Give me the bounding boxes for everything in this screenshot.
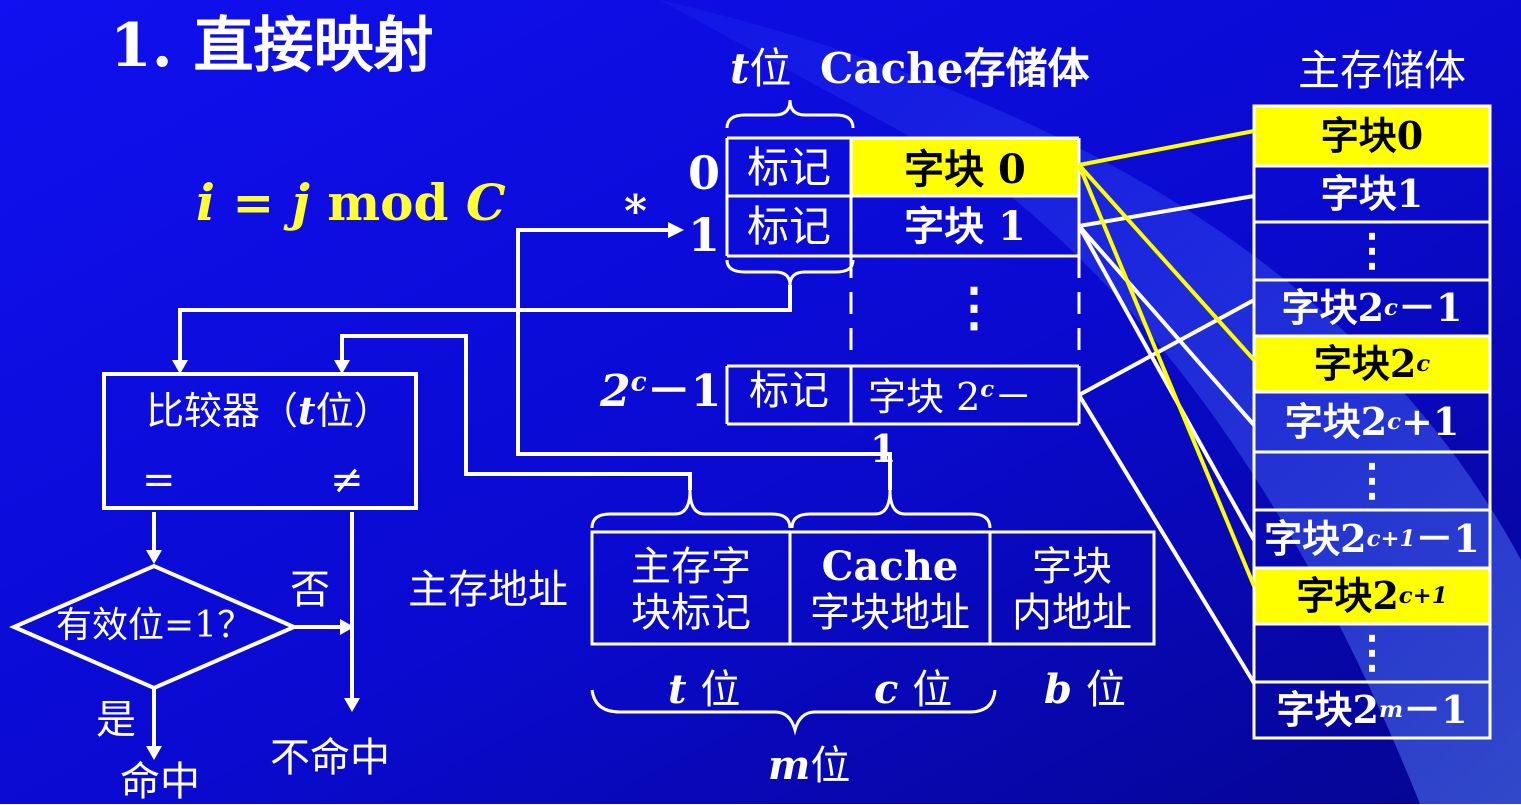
- cache-last-block-prefix: 字块 2: [868, 375, 981, 419]
- cache-last-index-suffix: －1: [646, 366, 722, 417]
- address-field-tag: 主存字 块标记: [592, 536, 790, 644]
- main-memory-block-suffix: －1: [1403, 687, 1468, 732]
- main-memory-block-text: 字块2: [1264, 516, 1367, 561]
- comparator-label-var: t: [298, 388, 316, 433]
- address-width-t-var: t: [668, 666, 687, 713]
- mapping-lines-yellow: [1077, 129, 1256, 587]
- address-field-tag-line1: 主存字: [631, 544, 751, 590]
- address-width-c-unit: 位: [912, 667, 953, 713]
- decision-no: 否: [290, 567, 330, 613]
- main-memory-block-text: ⋮: [1350, 455, 1394, 506]
- formula-i: i: [196, 173, 215, 232]
- decision-yes: 是: [96, 697, 136, 743]
- address-width-t-unit: 位: [700, 667, 741, 713]
- arrowheads: [146, 222, 684, 760]
- comparator-label: 比较器（t位）: [146, 389, 392, 433]
- address-field-cache-line2: 字块地址: [810, 590, 970, 636]
- cache-tag-bits-label: t位: [730, 48, 791, 90]
- address-width-c-var: c: [874, 666, 899, 713]
- result-hit: 命中: [120, 759, 200, 805]
- address-width-b: b 位: [1044, 667, 1126, 713]
- mapping-lines-white: [1077, 194, 1256, 685]
- cache-row-1-tag: 标记: [746, 202, 831, 251]
- main-memory-table: [1252, 104, 1492, 740]
- main-memory-block-suffix: －1: [1415, 516, 1480, 561]
- result-miss: 不命中: [270, 735, 390, 781]
- cache-row-1-block: 字块 1: [904, 203, 1026, 250]
- comparator-label-suffix: 位）: [315, 389, 392, 433]
- cache-tag-bits-var: t: [730, 44, 750, 93]
- formula-c: C: [465, 173, 506, 232]
- main-memory-dots: ⋮: [1256, 624, 1488, 682]
- cache-last-block: 字块 2c－: [868, 378, 1032, 416]
- address-field-offset-line1: 字块: [1032, 544, 1112, 590]
- main-memory-block-text: ⋮: [1350, 627, 1394, 678]
- formula-eq: =: [232, 173, 275, 232]
- main-memory-dots: ⋮: [1256, 222, 1488, 280]
- cache-row-0-index: 0: [688, 146, 721, 200]
- cache-title: Cache存储体: [820, 44, 1090, 93]
- address-total-unit: 位: [810, 743, 851, 789]
- address-width-t: t 位: [668, 667, 741, 713]
- cache-last-index: 2c－1: [600, 369, 721, 414]
- cache-row-0-tag: 标记: [746, 142, 831, 192]
- cache-last-index-base: 2: [600, 366, 631, 417]
- cache-last-block-suffix: －: [994, 375, 1033, 419]
- address-total-width: m位: [768, 743, 851, 789]
- cache-row-0-highlight: [851, 138, 1079, 195]
- comparator-label-prefix: 比较器（: [146, 389, 299, 433]
- main-memory-block-suffix: －1: [1397, 285, 1463, 330]
- main-memory-block-text: 字块2: [1313, 341, 1417, 386]
- address-field-cache: Cache 字块地址: [790, 536, 990, 644]
- main-memory-block: 字块0: [1256, 106, 1488, 166]
- mapping-formula: i = j mod C: [196, 178, 506, 228]
- comparator-neq: ≠: [330, 457, 364, 503]
- comparator-box: [102, 372, 418, 510]
- cache-dots: ⋮: [948, 277, 1000, 338]
- address-total-var: m: [768, 742, 811, 789]
- main-memory-dots: ⋮: [1256, 452, 1488, 510]
- cache-last-block-wrap: 1: [870, 426, 897, 471]
- address-field-offset: 字块 内地址: [990, 536, 1154, 644]
- address-field-offset-line2: 内地址: [1012, 590, 1132, 636]
- address-width-c: c 位: [874, 667, 953, 713]
- main-memory-block-text: 字块0: [1320, 113, 1424, 158]
- page-title: 1. 直接映射: [110, 11, 434, 81]
- cache-table: [725, 99, 1081, 426]
- cache-last-block-exp: c: [980, 376, 995, 403]
- cache-last-tag: 标记: [749, 368, 829, 414]
- decision-text: 有效位=1？: [56, 605, 254, 646]
- decision-diamond: [8, 563, 300, 691]
- cache-last-index-exp: c: [630, 366, 647, 398]
- cache-row-0-block: 字块 0: [904, 146, 1026, 193]
- address-field-tag-line2: 块标记: [631, 590, 751, 636]
- formula-j: j: [291, 173, 310, 232]
- cache-tag-bits-unit: 位: [749, 44, 792, 93]
- address-width-b-var: b: [1044, 666, 1072, 713]
- main-memory-block-text: 字块2: [1284, 399, 1388, 444]
- main-memory-title: 主存储体: [1298, 46, 1467, 95]
- cache-row-1-index: 1: [688, 208, 721, 262]
- main-memory-block-suffix: +1: [1401, 399, 1460, 444]
- main-memory-block-text: ⋮: [1350, 225, 1394, 276]
- main-memory-block-text: 字块2: [1276, 687, 1379, 732]
- connector-lines: [152, 228, 892, 748]
- address-label: 主存地址: [408, 567, 568, 613]
- address-field-cache-line1: Cache: [821, 543, 959, 590]
- formula-mod: mod: [327, 173, 449, 232]
- cache-star: *: [624, 186, 648, 237]
- main-memory-block-text: 字块2: [1296, 573, 1399, 618]
- address-width-b-unit: 位: [1085, 667, 1126, 713]
- main-memory-block-text: 字块1: [1320, 171, 1424, 216]
- comparator-eq: =: [142, 457, 176, 503]
- main-memory-block-text: 字块2: [1281, 285, 1385, 330]
- main-memory-block: 字块1: [1256, 166, 1488, 222]
